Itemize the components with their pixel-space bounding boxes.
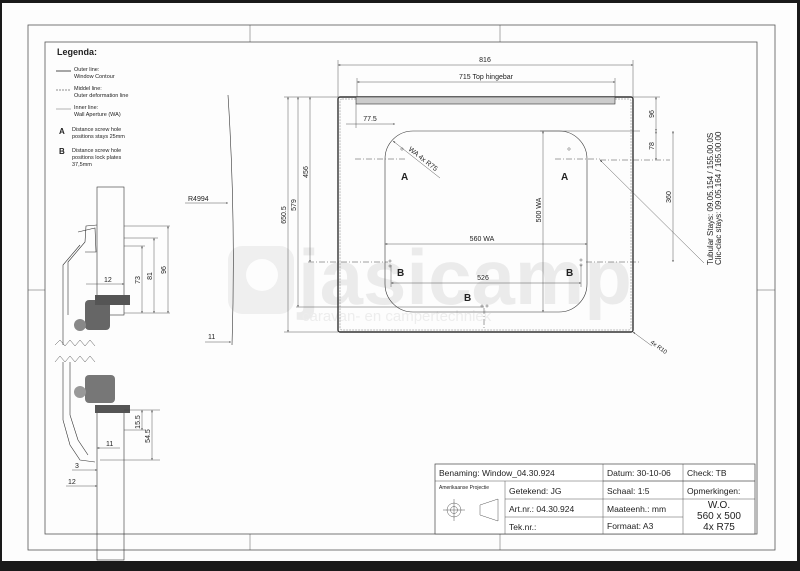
dim-78: 78 <box>649 142 656 150</box>
legend-note-a-l2: positions stays 25mm <box>72 134 125 140</box>
benaming: Benaming: Window_04.30.924 <box>439 468 555 478</box>
legend-note-b-l3: 37,5mm <box>72 162 92 168</box>
art-nr: Art.nr.: 04.30.924 <box>509 504 574 514</box>
dim-579: 579 <box>291 199 298 211</box>
label-a-left: A <box>401 172 408 183</box>
legend-item-middel-desc: Outer deformation line <box>74 93 128 99</box>
window-front-view: 816 715 Top hingebar 650.5 579 456 77.5 … <box>281 57 723 356</box>
side-curve-view: R4994 11 <box>185 94 234 346</box>
profile-dim-54-5: 54.5 <box>145 429 152 443</box>
dim-96: 96 <box>649 110 656 118</box>
formaat: Formaat: A3 <box>607 521 654 531</box>
tek-nr: Tek.nr.: <box>509 522 536 532</box>
stay-hardware-top <box>85 300 110 330</box>
title-block: Benaming: Window_04.30.924 Datum: 30-10-… <box>434 463 756 535</box>
lock-hardware-bottom <box>85 375 115 403</box>
remark-line-3: 4x R75 <box>703 522 735 533</box>
datum: Datum: 30-10-06 <box>607 468 671 478</box>
profile-dim-12-top: 12 <box>104 277 112 284</box>
dim-456: 456 <box>303 166 310 178</box>
legend-title: Legenda: <box>57 47 97 57</box>
projectie-label: Amerikaanse Projectie <box>439 485 489 491</box>
inner-frame <box>44 41 758 535</box>
legend-note-b-l2: positions lock plates <box>72 155 121 161</box>
label-b-left: B <box>397 268 404 279</box>
dim-hingebar: 715 Top hingebar <box>459 74 514 81</box>
maateenheid: Maateenh.: mm <box>607 504 666 514</box>
deformation-line <box>339 98 632 331</box>
label-b-bottom: B <box>464 293 471 304</box>
opmerkingen: Opmerkingen: <box>687 486 740 496</box>
check: Check: TB <box>687 468 727 478</box>
watermark-tagline: caravan- en campertechniek <box>302 308 492 325</box>
legend-note-b: B <box>59 147 65 156</box>
profile-dim-11: 11 <box>106 441 113 448</box>
dim-650-5: 650.5 <box>281 206 288 224</box>
legend-item-middel: Middel line: <box>74 86 102 92</box>
legend-item-outer: Outer line: <box>74 67 100 73</box>
profile-dim-15-5: 15.5 <box>135 415 142 429</box>
profile-dim-81: 81 <box>147 272 154 280</box>
projection-symbol-icon <box>443 498 499 522</box>
dim-width: 816 <box>479 57 491 64</box>
stays-tubular-text: Tubular Stays: 09.05.154 / 155.00.0S <box>706 133 715 265</box>
dim-500-wa: 500 WA <box>536 197 543 222</box>
legend-item-inner-desc: Wall Aperture (WA) <box>74 112 121 118</box>
remark-line-1: W.O. <box>708 500 730 511</box>
dim-11-side: 11 <box>208 334 215 341</box>
outer-frame <box>27 24 776 551</box>
top-hingebar <box>355 96 616 105</box>
legend-item-outer-desc: Window Contour <box>74 74 115 80</box>
profile-dim-12-bottom: 12 <box>68 479 76 486</box>
label-a-right: A <box>561 172 568 183</box>
watermark: jasicamp caravan- en campertechniek <box>228 233 632 325</box>
profile-section: 73 81 96 12 15.5 54.5 11 3 12 <box>54 186 170 561</box>
legend: Legenda: Outer line: Window Contour Midd… <box>56 47 128 168</box>
legend-note-a-l1: Distance screw hole <box>72 127 121 133</box>
remark-line-2: 560 x 500 <box>697 511 741 522</box>
stays-clic-clac-text: Clic-clac stays: 09.05.164 / 165.00.00 <box>714 131 723 265</box>
legend-note-b-l1: Distance screw hole <box>72 148 121 154</box>
profile-dim-96: 96 <box>161 266 168 274</box>
frame-ticks <box>28 25 775 550</box>
dim-560-wa: 560 WA <box>470 236 495 243</box>
label-b-right: B <box>566 268 573 279</box>
getekend: Getekend: JG <box>509 486 561 496</box>
legend-note-a: A <box>59 127 65 136</box>
curve-radius-label: R4994 <box>188 196 209 203</box>
dim-526: 526 <box>477 275 489 282</box>
dim-360: 360 <box>666 191 673 203</box>
dim-77-5: 77.5 <box>363 116 377 123</box>
profile-dim-3: 3 <box>75 463 79 470</box>
profile-dim-73: 73 <box>135 276 142 284</box>
legend-item-inner: Inner line: <box>74 105 99 111</box>
wall-aperture <box>384 130 588 313</box>
schaal: Schaal: 1:5 <box>607 486 650 496</box>
